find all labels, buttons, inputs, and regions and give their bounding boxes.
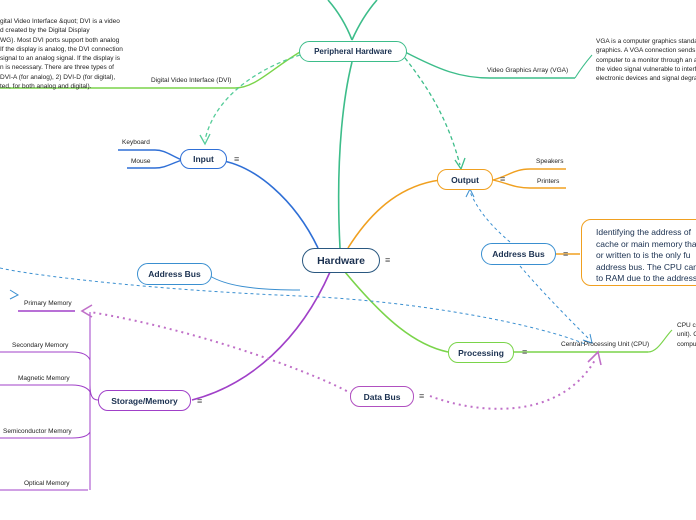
subtopic-cpu[interactable]: Central Processing Unit (CPU) xyxy=(561,341,650,348)
cpu-note: CPU co unit). C compu xyxy=(677,321,696,351)
topic-data-bus-label: Data Bus xyxy=(363,391,401,402)
topic-output[interactable]: Output xyxy=(437,169,493,190)
input-menu-icon[interactable]: ≡ xyxy=(234,154,240,164)
subtopic-dvi[interactable]: Digital Video Interface (DVI) xyxy=(151,77,232,84)
topic-processing-label: Processing xyxy=(458,347,504,358)
subtopic-printers[interactable]: Printers xyxy=(537,178,560,185)
central-menu-icon[interactable]: ≡ xyxy=(385,255,391,265)
link-cpu-note xyxy=(647,329,673,353)
storage-menu-icon[interactable]: ≡ xyxy=(197,396,203,406)
crosslink-addressbus-cpu xyxy=(519,265,591,341)
address-bus-note-box[interactable]: Identifying the address of cache or main… xyxy=(581,219,696,286)
crosslink-addressbus-left-cpu xyxy=(0,267,586,345)
topic-data-bus[interactable]: Data Bus xyxy=(350,386,414,407)
link-vga-note xyxy=(574,54,593,79)
processing-menu-icon[interactable]: ≡ xyxy=(522,347,528,357)
subtopic-mouse[interactable]: Mouse xyxy=(131,158,151,165)
topic-address-bus-right[interactable]: Address Bus xyxy=(481,243,556,265)
topic-storage-memory[interactable]: Storage/Memory xyxy=(98,390,191,411)
link-output-printers xyxy=(492,179,566,189)
link-central-processing xyxy=(344,271,449,353)
link-central-storage xyxy=(191,271,331,401)
subtopic-optical-memory[interactable]: Optical Memory xyxy=(24,480,70,487)
peripheral-branch-up-left xyxy=(327,0,353,41)
link-storage-bracket xyxy=(89,312,99,490)
data-bus-menu-icon[interactable]: ≡ xyxy=(419,391,425,401)
link-storage-semiconductor xyxy=(0,431,91,439)
vga-note-text: VGA is a computer graphics standard grap… xyxy=(596,38,696,83)
topic-input-label: Input xyxy=(193,154,214,164)
crosslink-input-arrow xyxy=(199,133,211,146)
topic-processing[interactable]: Processing xyxy=(448,342,514,363)
crosslink-peripheral-input xyxy=(204,54,301,141)
link-output-speakers xyxy=(492,168,566,181)
crosslink-databus-cpu-arrow xyxy=(587,350,602,366)
crosslink-output-addressbus-arrow xyxy=(465,187,475,198)
vga-note: VGA is a computer graphics standard grap… xyxy=(596,37,696,85)
link-central-output xyxy=(347,179,441,249)
topic-output-label: Output xyxy=(451,174,479,185)
crosslink-databus-memory xyxy=(89,311,353,395)
topic-peripheral-label: Peripheral Hardware xyxy=(314,47,392,56)
subtopic-magnetic-memory[interactable]: Magnetic Memory xyxy=(18,375,70,382)
dvi-note-text: gital Video Interface &quot; DVI is a vi… xyxy=(0,18,123,91)
topic-address-bus-left[interactable]: Address Bus xyxy=(137,263,212,285)
central-topic-label: Hardware xyxy=(317,254,365,267)
crosslink-databus-memory-arrow xyxy=(80,304,93,318)
topic-address-bus-left-label: Address Bus xyxy=(148,269,201,279)
subtopic-semiconductor-memory[interactable]: Semiconductor Memory xyxy=(3,428,72,435)
crosslink-peripheral-output xyxy=(404,57,461,166)
crosslink-addressbus-output xyxy=(469,191,511,243)
topic-input[interactable]: Input xyxy=(180,149,227,169)
crosslink-cpu-arrow xyxy=(582,333,593,344)
link-addressbus-left xyxy=(209,275,301,291)
address-bus-right-menu-icon[interactable]: ≡ xyxy=(563,249,569,259)
link-storage-secondary xyxy=(0,351,91,361)
topic-peripheral-hardware[interactable]: Peripheral Hardware xyxy=(299,41,407,62)
subtopic-primary-memory[interactable]: Primary Memory xyxy=(24,300,72,307)
subtopic-speakers[interactable]: Speakers xyxy=(536,158,564,165)
link-peripheral-vga xyxy=(404,51,575,79)
subtopic-vga[interactable]: Video Graphics Array (VGA) xyxy=(487,67,569,74)
link-input-keyboard xyxy=(118,149,183,161)
address-bus-note-text: Identifying the address of cache or main… xyxy=(596,227,696,283)
link-central-input xyxy=(217,159,319,249)
output-menu-icon[interactable]: ≡ xyxy=(500,174,506,184)
dvi-note: gital Video Interface &quot; DVI is a vi… xyxy=(0,17,125,93)
link-central-peripheral xyxy=(337,61,353,249)
peripheral-branch-up-right xyxy=(351,0,378,41)
subtopic-secondary-memory[interactable]: Secondary Memory xyxy=(12,342,69,349)
link-storage-magnetic xyxy=(0,384,91,393)
central-topic-hardware[interactable]: Hardware xyxy=(302,248,380,273)
link-input-mouse xyxy=(127,159,183,169)
topic-storage-label: Storage/Memory xyxy=(111,395,178,406)
crosslink-databus-cpu xyxy=(429,359,596,410)
subtopic-keyboard[interactable]: Keyboard xyxy=(122,139,150,146)
topic-address-bus-right-label: Address Bus xyxy=(492,249,545,259)
crosslink-addressbus-left-arrow xyxy=(9,289,20,300)
cpu-note-text: CPU co unit). C compu xyxy=(677,322,696,348)
